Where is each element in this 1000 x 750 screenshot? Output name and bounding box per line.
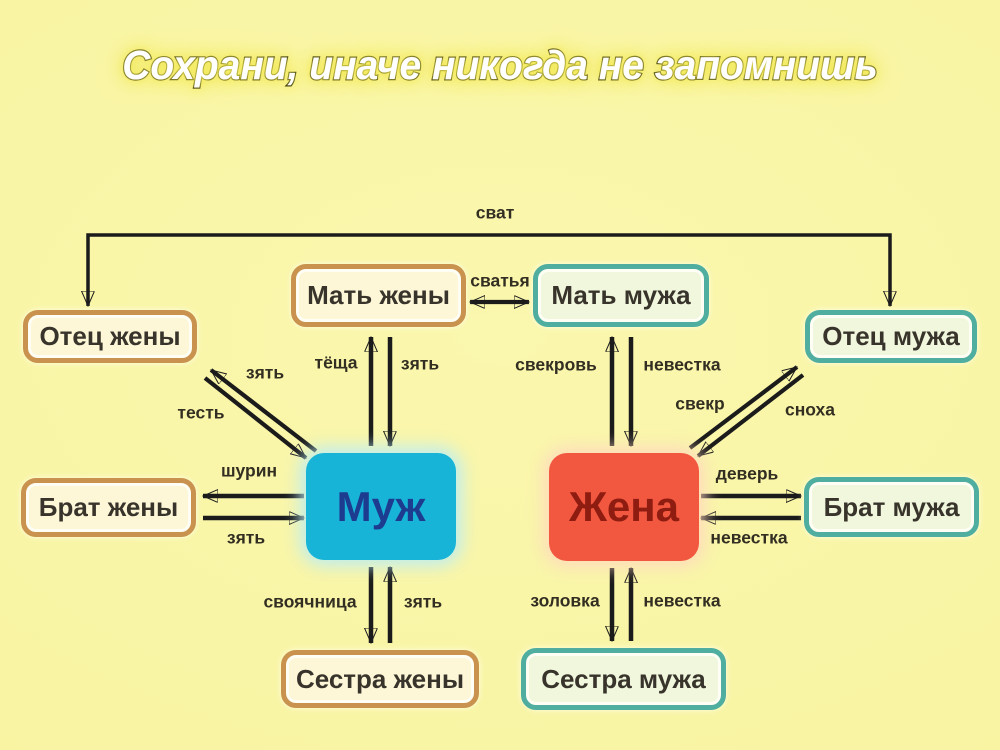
node-wife-label: Жена xyxy=(568,483,680,530)
arrow-svekr-to-wife xyxy=(696,373,805,458)
node-mother-of-husband: Мать мужа xyxy=(533,264,709,327)
node-brother-of-husband-label: Брат мужа xyxy=(823,491,960,522)
edge-label-zyat-brother: зять xyxy=(226,527,266,548)
node-sister-of-wife: Сестра жены xyxy=(281,650,479,708)
arrow-svat xyxy=(88,233,890,306)
node-brother-of-wife-label: Брат жены xyxy=(38,492,179,522)
node-wife: Жена xyxy=(549,453,699,561)
edge-label-svoyachnitsa: своячница xyxy=(263,591,357,612)
node-sister-of-husband-label: Сестра мужа xyxy=(541,663,706,694)
edge-label-dever: деверь xyxy=(715,463,779,484)
node-father-of-wife-label: Отец жены xyxy=(39,321,181,351)
edge-label-nevestka-mother: невестка xyxy=(643,354,721,375)
node-father-of-husband-label: Отец мужа xyxy=(822,321,960,351)
edge-label-svat: сват xyxy=(475,202,515,223)
node-sister-of-husband: Сестра мужа xyxy=(521,648,726,710)
edge-label-test: тесть xyxy=(177,402,225,423)
edge-label-zyat-father: зять xyxy=(245,362,285,383)
node-mother-of-wife: Мать жены xyxy=(291,264,466,327)
edge-label-zolovka: золовка xyxy=(530,590,600,611)
edge-label-shurin: шурин xyxy=(220,460,278,481)
arrow-snokha-to-father-husband xyxy=(688,365,799,450)
node-mother-of-wife-label: Мать жены xyxy=(307,280,450,310)
node-brother-of-husband: Брат мужа xyxy=(804,477,979,537)
edge-label-svekrov: свекровь xyxy=(515,354,597,375)
node-husband-label: Муж xyxy=(336,482,426,530)
edge-label-svekr: свекр xyxy=(675,393,725,414)
node-sister-of-wife-label: Сестра жены xyxy=(295,663,465,694)
edge-label-nevestka-sister: невестка xyxy=(643,590,721,611)
page-title: Сохрани, иначе никогда не запомнишь xyxy=(121,41,879,89)
arrow-zyat-to-father-wife xyxy=(209,368,318,453)
node-father-of-wife: Отец жены xyxy=(23,310,197,363)
edge-label-tescha: тёща xyxy=(314,352,358,373)
node-mother-of-husband-label: Мать мужа xyxy=(551,280,691,310)
edge-label-zyat-sister: зять xyxy=(403,591,443,612)
edge-label-snokha: сноха xyxy=(784,399,836,420)
edge-label-nevestka-brother: невестка xyxy=(710,527,788,548)
edge-label-zyat-mother: зять xyxy=(400,353,440,374)
node-husband: Муж xyxy=(306,453,456,560)
node-brother-of-wife: Брат жены xyxy=(21,478,196,537)
node-father-of-husband: Отец мужа xyxy=(805,310,977,363)
arrow-test-to-husband xyxy=(203,376,308,460)
edge-label-svatya: сватья xyxy=(470,270,530,291)
